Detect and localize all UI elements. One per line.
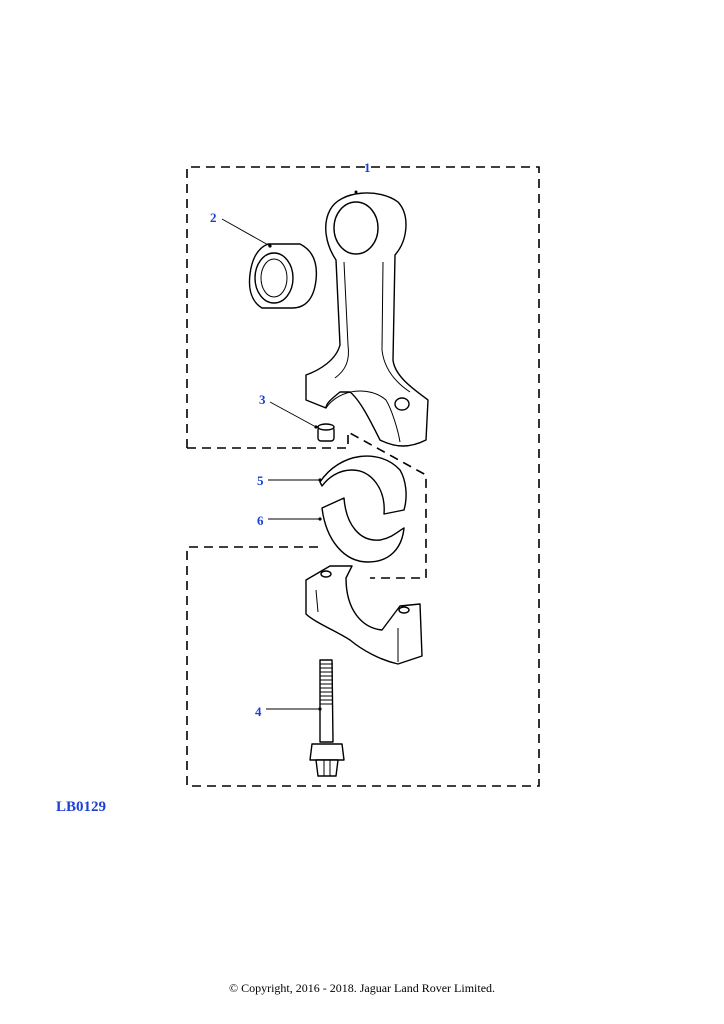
copyright-notice: © Copyright, 2016 - 2018. Jaguar Land Ro…	[228, 981, 496, 995]
callout-4[interactable]: 4	[255, 704, 262, 719]
callout-2[interactable]: 2	[210, 210, 217, 225]
callout-3[interactable]: 3	[259, 392, 266, 407]
bearing-shell-upper	[319, 455, 407, 515]
assembly-boundary-middle	[187, 430, 427, 579]
callout-6[interactable]: 6	[257, 513, 264, 528]
leader-line-2	[221, 218, 271, 247]
callout-5[interactable]: 5	[257, 473, 264, 488]
small-end-bush	[248, 243, 318, 309]
assembly-boundary-upper	[186, 166, 540, 787]
connecting-rod-bolt	[309, 659, 345, 777]
callout-1[interactable]: 1	[364, 160, 371, 175]
bearing-shell-lower	[321, 497, 405, 563]
connecting-rod-cap	[305, 565, 423, 665]
diagram-code: LB0129	[56, 799, 107, 815]
leader-line-3	[269, 401, 317, 428]
dowel	[317, 423, 335, 442]
connecting-rod	[305, 190, 429, 447]
